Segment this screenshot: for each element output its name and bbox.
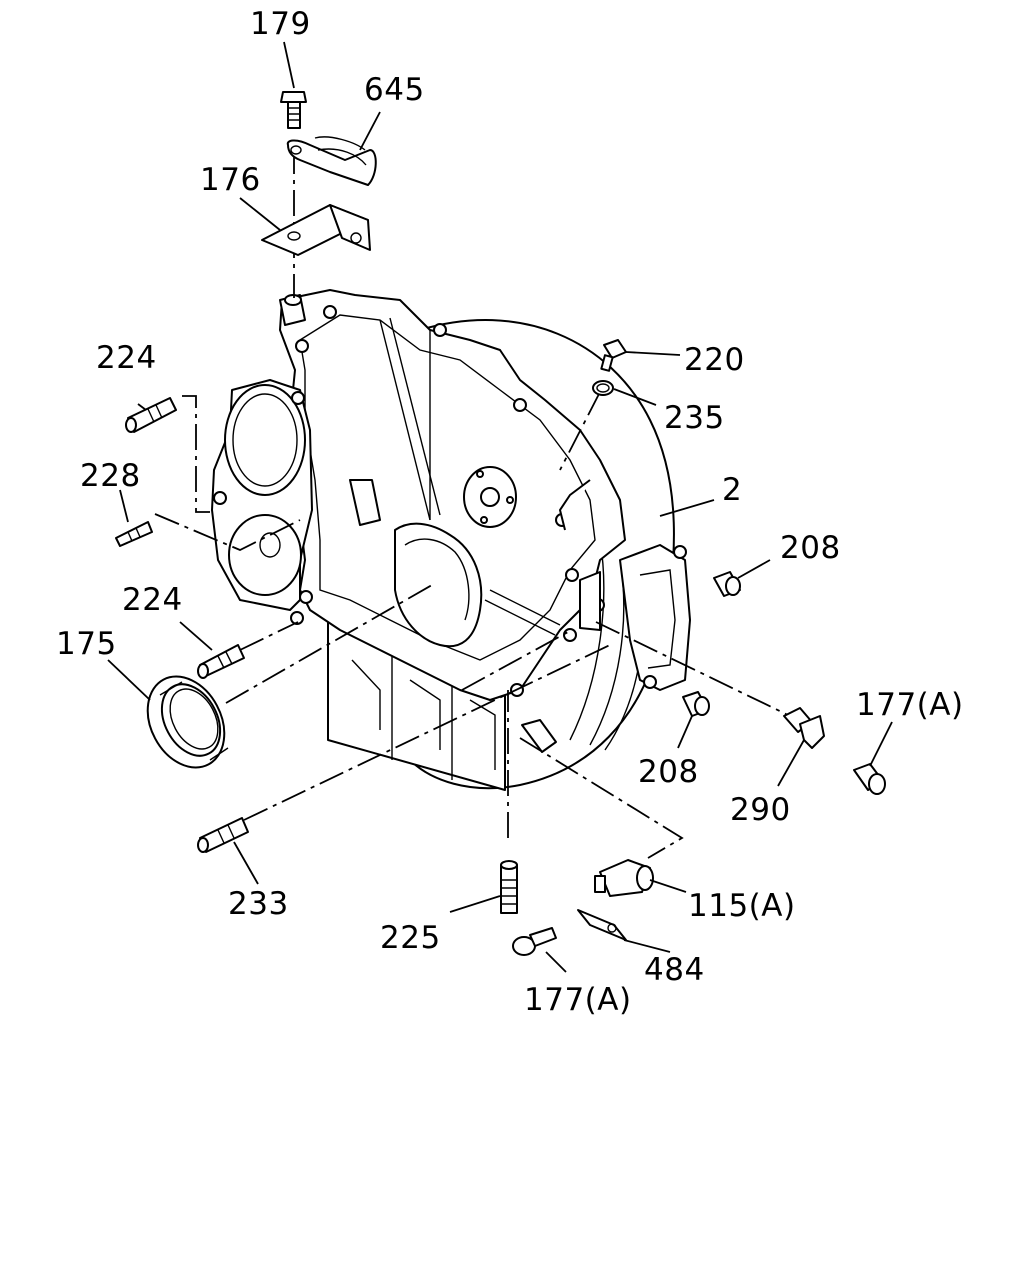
label-228: 228: [80, 458, 141, 494]
pin-228[interactable]: [115, 521, 153, 547]
label-208-lower: 208: [638, 754, 699, 790]
label-177a-right: 177(A): [856, 687, 964, 723]
bracket-176[interactable]: [261, 204, 371, 256]
label-225: 225: [380, 920, 441, 956]
bolt-179[interactable]: [280, 91, 307, 129]
plate-484[interactable]: [577, 909, 627, 941]
label-224-lower: 224: [122, 582, 183, 618]
label-233: 233: [228, 886, 289, 922]
label-115a: 115(A): [688, 888, 796, 924]
stud-224-upper[interactable]: [125, 397, 177, 433]
stud-225[interactable]: [500, 860, 518, 914]
label-484: 484: [644, 952, 705, 988]
clip-645[interactable]: [286, 136, 377, 186]
label-645: 645: [364, 72, 425, 108]
bolt-220[interactable]: [600, 339, 627, 372]
plug-208-lower[interactable]: [682, 691, 710, 717]
assembly-lines: [154, 148, 791, 859]
washer-235[interactable]: [592, 380, 614, 396]
bolt-177a-bottom[interactable]: [512, 927, 557, 956]
plug-208-upper[interactable]: [713, 571, 741, 597]
oil-seal-175[interactable]: [133, 663, 240, 781]
bolt-177a-right[interactable]: [853, 763, 886, 795]
label-224-upper: 224: [96, 340, 157, 376]
label-235: 235: [664, 400, 725, 436]
label-2: 2: [722, 472, 742, 508]
label-290: 290: [730, 792, 791, 828]
label-208-upper: 208: [780, 530, 841, 566]
label-177a-bottom: 177(A): [524, 982, 632, 1018]
sensor-290[interactable]: [783, 707, 825, 749]
leader-lines: [107, 41, 893, 973]
label-175: 175: [56, 626, 117, 662]
label-220: 220: [684, 342, 745, 378]
label-179: 179: [250, 6, 311, 42]
stud-224-lower[interactable]: [197, 644, 245, 679]
flywheel-housing[interactable]: [211, 289, 691, 791]
part-labels: 179 645 176 224 220 235 228 2 208 224 17…: [56, 6, 964, 1018]
sensor-115a[interactable]: [594, 859, 654, 897]
stud-233[interactable]: [197, 817, 249, 853]
label-176: 176: [200, 162, 261, 198]
